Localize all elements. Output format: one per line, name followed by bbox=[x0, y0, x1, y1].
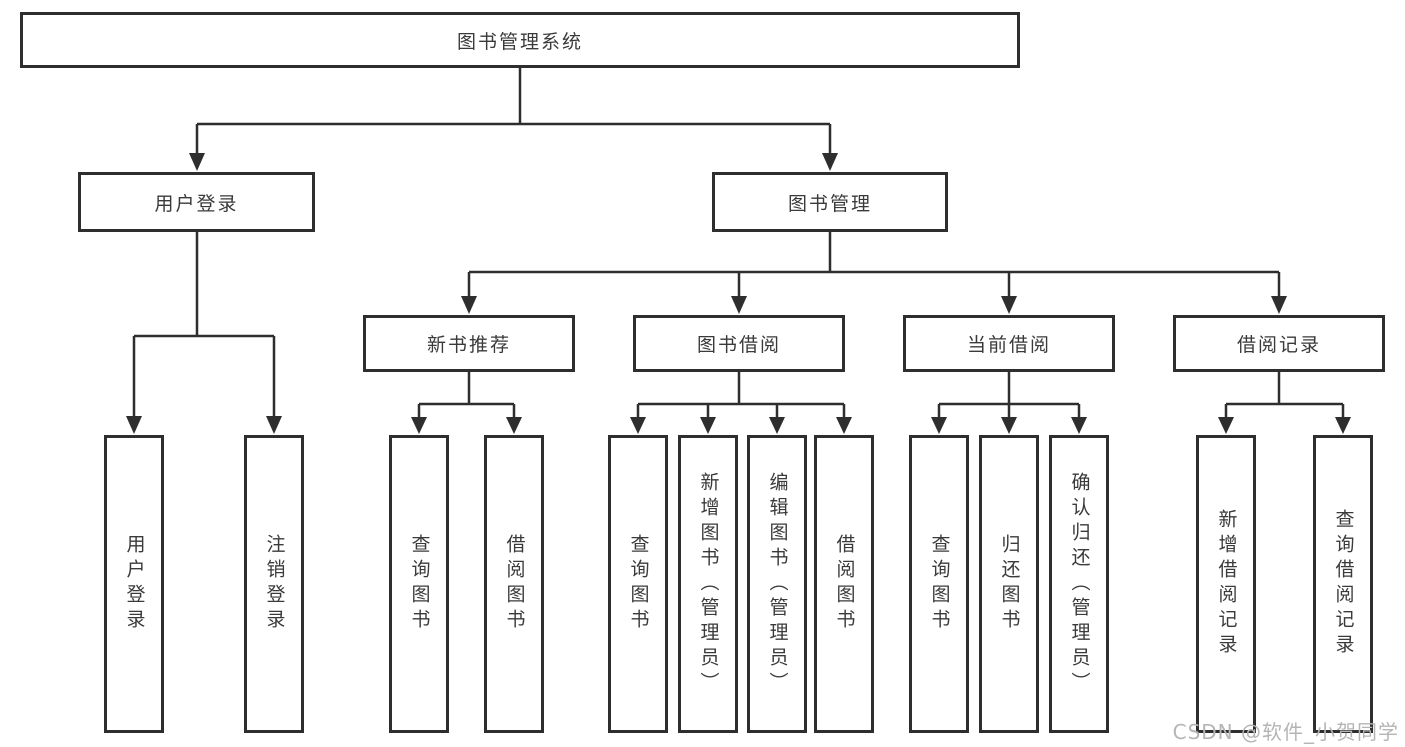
leaf-borrow-books: 借阅图书 bbox=[484, 435, 544, 733]
leaf-query-books-2: 查询图书 bbox=[608, 435, 668, 733]
leaf-query-books: 查询图书 bbox=[389, 435, 449, 733]
leaf-add-books-admin: 新增图书（管理员） bbox=[678, 435, 738, 733]
node-book-management: 图书管理 bbox=[712, 172, 948, 232]
node-borrow-record: 借阅记录 bbox=[1173, 315, 1385, 372]
leaf-logout: 注销登录 bbox=[244, 435, 304, 733]
node-current-borrow: 当前借阅 bbox=[903, 315, 1115, 372]
leaf-edit-books-admin: 编辑图书（管理员） bbox=[747, 435, 807, 733]
leaf-query-borrow-record: 查询借阅记录 bbox=[1313, 435, 1373, 733]
node-book-borrow: 图书借阅 bbox=[633, 315, 845, 372]
leaf-confirm-return-admin: 确认归还（管理员） bbox=[1049, 435, 1109, 733]
leaf-borrow-books-2: 借阅图书 bbox=[814, 435, 874, 733]
node-root-library-system: 图书管理系统 bbox=[20, 12, 1020, 68]
leaf-user-login: 用户登录 bbox=[104, 435, 164, 733]
csdn-watermark: CSDN @软件_小贺同学 bbox=[1172, 720, 1399, 744]
leaf-query-books-3: 查询图书 bbox=[909, 435, 969, 733]
node-user-login: 用户登录 bbox=[78, 172, 315, 232]
leaf-add-borrow-record: 新增借阅记录 bbox=[1196, 435, 1256, 733]
leaf-return-books: 归还图书 bbox=[979, 435, 1039, 733]
node-new-book-recommend: 新书推荐 bbox=[363, 315, 575, 372]
